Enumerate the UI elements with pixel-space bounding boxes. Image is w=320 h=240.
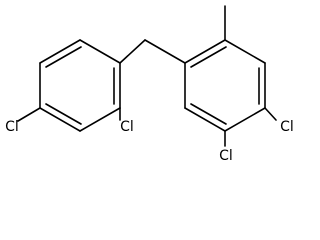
left-ring-bond (79, 107, 121, 132)
left-ring-bond (39, 39, 81, 64)
left-ring-double-bond (45, 103, 82, 125)
right-ring-bond (224, 107, 266, 132)
chlorine-label-left: Cl (5, 119, 19, 135)
cl-bond-left (17, 107, 41, 122)
cl-bond-para-right (264, 107, 277, 121)
chlorine-label-ortho: Cl (120, 119, 134, 135)
left-ring-bond (79, 39, 121, 64)
right-ring-double-bond (190, 103, 227, 125)
left-ring-double-bond (45, 46, 82, 68)
right-ring-double-bond (190, 46, 227, 68)
chemical-structure-diagram: Cl Cl Cl Cl (5, 5, 294, 164)
chlorine-label-meta-right: Cl (219, 148, 233, 164)
right-ring-bond (184, 39, 226, 64)
methylene-bond (119, 39, 146, 64)
right-ring-bond (224, 39, 266, 64)
left-ring-bond (39, 107, 81, 132)
right-ring-bond (184, 107, 226, 132)
chlorine-label-para-right: Cl (280, 119, 294, 135)
methylene-bond (144, 39, 186, 64)
